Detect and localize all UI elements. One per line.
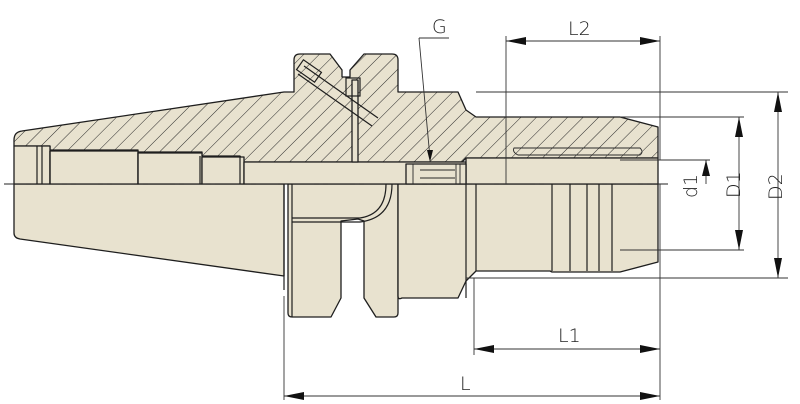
grub-screw: [345, 77, 361, 97]
bore-step-2: [137, 152, 203, 185]
dim-label-D1: D1: [723, 171, 745, 198]
detail-lines: [36, 146, 613, 317]
dim-label-L: L: [460, 373, 471, 395]
angled-bore: [297, 65, 379, 127]
radial-hole: [351, 79, 359, 163]
coolant-groove: [513, 147, 643, 156]
bore-front: [13, 145, 51, 185]
dim-label-D2: D2: [765, 173, 787, 200]
stop-screw: [405, 163, 467, 185]
dimensions: L2 G D2 D1 d1 L1: [283, 16, 788, 400]
bore-step-3: [201, 156, 245, 185]
taper-section: [13, 53, 659, 163]
bore-clamp: [465, 157, 659, 185]
dim-label-L2: L2: [568, 18, 591, 40]
shank-lower: [397, 183, 659, 300]
holder-upper-section: [13, 53, 659, 185]
dim-label-L1: L1: [558, 325, 581, 347]
dim-label-G: G: [432, 16, 447, 38]
flange-lower: [287, 183, 399, 318]
holder-lower-half: [13, 183, 659, 318]
angled-screw: [295, 58, 323, 84]
taper-lower: [13, 183, 285, 277]
dim-label-d1: d1: [680, 174, 702, 198]
bore-step-1: [49, 150, 139, 185]
stop-screw-detail: [412, 164, 461, 184]
